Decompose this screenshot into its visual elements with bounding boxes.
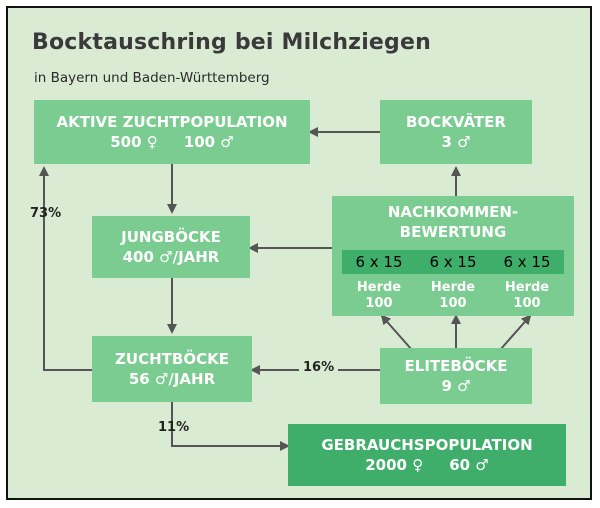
herd-2-count: 100 (439, 296, 467, 311)
nachkommen-herds: Herde 100 Herde 100 Herde 100 (342, 278, 564, 314)
herd-1-label: Herde (356, 280, 402, 295)
herd-2-label: Herde (430, 280, 476, 295)
eliteboecke-count: 9 ♂ (441, 377, 471, 395)
aktive-female-count: 500 ♀ (110, 133, 158, 151)
arrow-elite-to-nachkommen-right (499, 314, 532, 351)
jungboecke-label: JUNGBÖCKE (121, 228, 221, 246)
node-zuchtboecke: ZUCHTBÖCKE 56 ♂/JAHR (92, 336, 252, 402)
zuchtboecke-label: ZUCHTBÖCKE (115, 350, 229, 368)
nachkommen-group-sizes: 6 x 15 6 x 15 6 x 15 (342, 250, 564, 274)
herd-3-label: Herde (504, 280, 550, 295)
herd-2: Herde 100 (416, 278, 490, 314)
nachkommen-label-2: BEWERTUNG (399, 223, 507, 241)
zuchtboecke-count: 56 ♂/JAHR (128, 370, 216, 388)
gebrauch-counts: 2000 ♀ 60 ♂ (365, 455, 489, 475)
gebrauch-female-count: 2000 ♀ (365, 456, 424, 474)
group-size-3: 6 x 15 (503, 253, 551, 271)
node-eliteboecke: ELITEBÖCKE 9 ♂ (380, 348, 532, 404)
herd-1-count: 100 (365, 296, 393, 311)
bockvaeter-label: BOCKVÄTER (406, 113, 506, 131)
diagram-title: Bocktauschring bei Milchziegen (32, 30, 431, 55)
label-73-percent: 73% (30, 206, 62, 221)
node-gebrauchspopulation: GEBRAUCHSPOPULATION 2000 ♀ 60 ♂ (288, 424, 566, 486)
herd-3: Herde 100 (490, 278, 564, 314)
node-aktive-zuchtpopulation: AKTIVE ZUCHTPOPULATION 500 ♀ 100 ♂ (34, 100, 310, 164)
bockvaeter-count: 3 ♂ (441, 133, 471, 151)
aktive-male-count: 100 ♂ (183, 133, 234, 151)
arrow-zuchtboecke-to-aktive (39, 166, 92, 371)
nachkommen-label-1: NACHKOMMEN- (387, 203, 519, 221)
node-bockvaeter: BOCKVÄTER 3 ♂ (380, 100, 532, 164)
group-size-2: 6 x 15 (429, 253, 477, 271)
aktive-counts: 500 ♀ 100 ♂ (110, 132, 234, 152)
label-16-percent: 16% (299, 360, 339, 375)
aktive-label: AKTIVE ZUCHTPOPULATION (56, 113, 288, 131)
node-jungboecke: JUNGBÖCKE 400 ♂/JAHR (92, 216, 250, 278)
herd-3-count: 100 (513, 296, 541, 311)
herd-1: Herde 100 (342, 278, 416, 314)
jungboecke-count: 400 ♂/JAHR (122, 248, 220, 266)
eliteboecke-label: ELITEBÖCKE (404, 357, 508, 375)
diagram-subtitle: in Bayern und Baden-Württemberg (34, 70, 270, 86)
gebrauch-male-count: 60 ♂ (449, 456, 489, 474)
arrow-zuchtboecke-to-gebrauch (171, 402, 290, 451)
gebrauch-label: GEBRAUCHSPOPULATION (321, 436, 533, 454)
label-11-percent: 11% (158, 420, 190, 435)
arrow-elite-to-nachkommen-left (380, 314, 413, 351)
group-size-1: 6 x 15 (355, 253, 403, 271)
diagram-frame: Bocktauschring bei Milchziegen in Bayern… (6, 6, 592, 500)
